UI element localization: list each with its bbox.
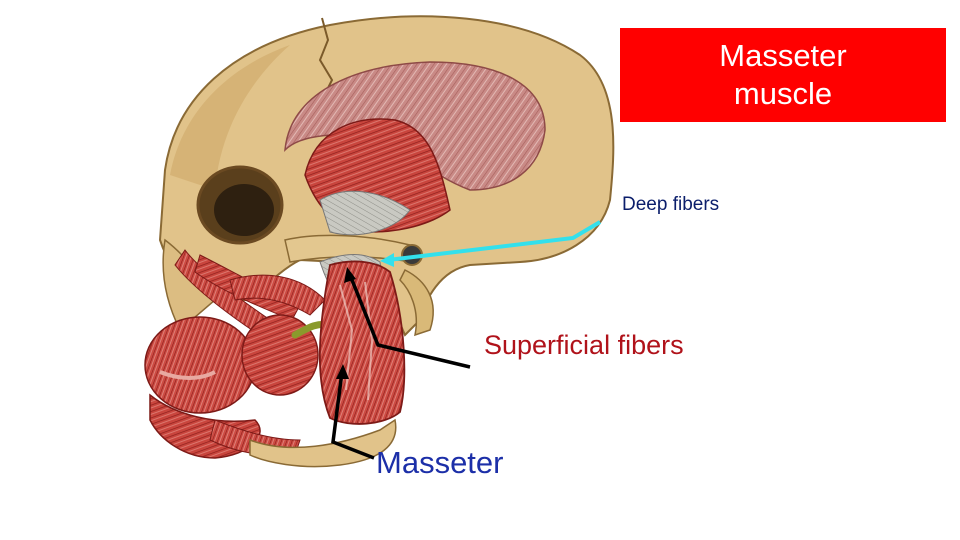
mandible [249,418,397,468]
masseter-label: Masseter [376,445,504,480]
deep-fibers-pointer-line [387,220,602,262]
deep-fibers-pointer-arrowhead [380,253,394,267]
superficial-fibers-pointer-line [348,274,471,369]
title-line-1: Masseter [719,38,847,73]
title-line-2: muscle [733,76,833,111]
facial-muscles [144,249,334,459]
masseter-superficial-fibers [318,260,406,425]
title-box: Masseter muscle [620,28,946,122]
masseter-pointer-arrowhead [336,364,349,379]
superficial-fibers-label: Superficial fibers [484,330,684,360]
deep-fibers-label: Deep fibers [622,194,720,215]
masseter-pointer-line [331,371,375,460]
skull [158,15,615,337]
superficial-fibers-pointer-arrowhead [344,267,356,283]
